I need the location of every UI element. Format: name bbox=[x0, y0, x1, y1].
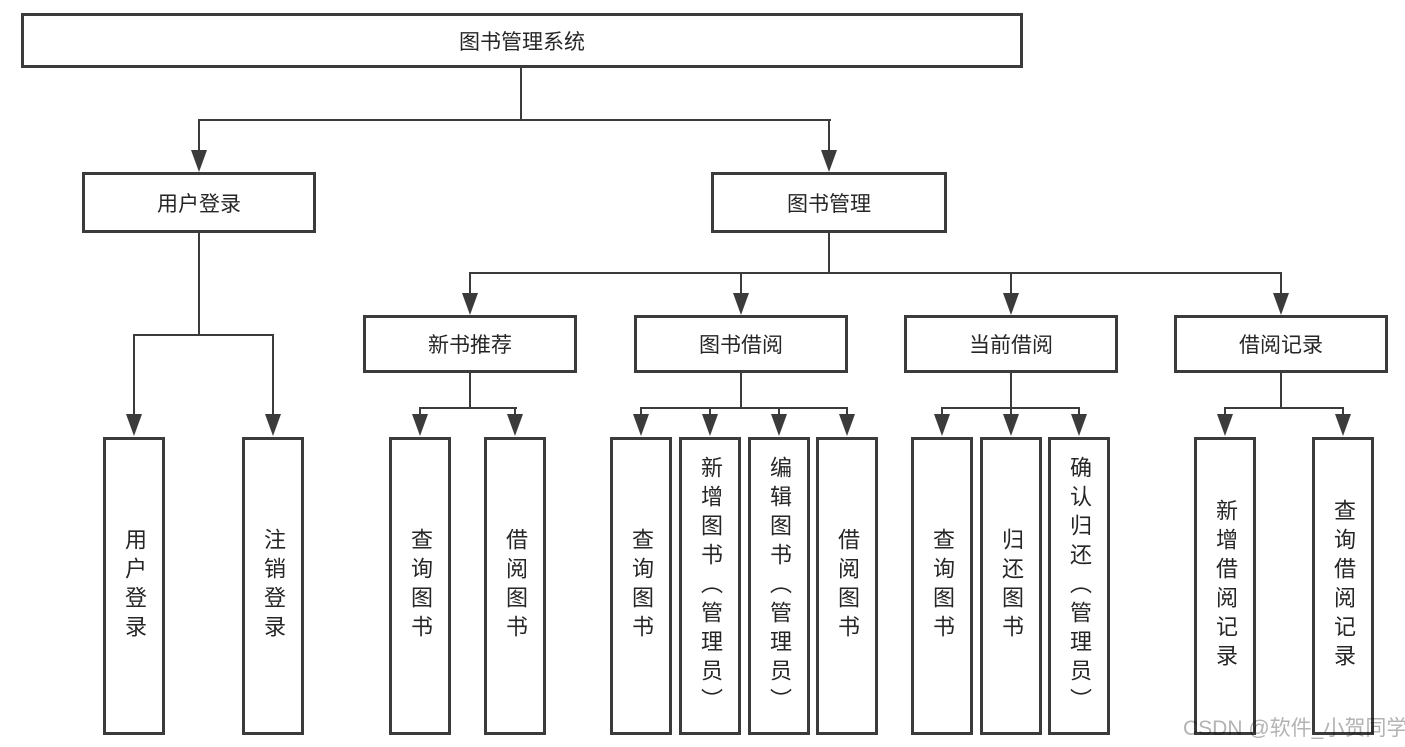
connector-stem bbox=[1010, 272, 1012, 294]
node-label: 图书管理系统 bbox=[459, 30, 585, 54]
arrow-down-icon bbox=[265, 414, 281, 436]
leaf-label: 借阅图书 bbox=[503, 528, 528, 644]
connector-stem bbox=[846, 407, 848, 416]
connector-stem bbox=[640, 407, 642, 416]
arrow-down-icon bbox=[821, 150, 837, 172]
connector-stem bbox=[419, 407, 421, 416]
leaf-add-books-admin: 新增图书（管理员） bbox=[679, 437, 741, 735]
connector-stem bbox=[1280, 272, 1282, 294]
arrow-down-icon bbox=[1071, 414, 1087, 436]
connector-stem bbox=[941, 407, 943, 416]
leaf-label: 新增借阅记录 bbox=[1213, 499, 1238, 673]
leaf-label: 查询图书 bbox=[629, 528, 654, 644]
connector-stem bbox=[1342, 407, 1344, 416]
connector-bookmgmt-bar bbox=[469, 272, 1282, 274]
connector-stem bbox=[469, 272, 471, 294]
leaf-borrow-books: 借阅图书 bbox=[816, 437, 878, 735]
node-label: 新书推荐 bbox=[428, 334, 512, 357]
connector-root-stem bbox=[520, 68, 522, 121]
node-label: 借阅记录 bbox=[1239, 334, 1323, 357]
connector-stem bbox=[514, 407, 516, 416]
connector-stem bbox=[1078, 407, 1080, 416]
connector-borrow-stem bbox=[740, 373, 742, 409]
connector-current-stem bbox=[1010, 373, 1012, 409]
arrow-down-icon bbox=[702, 414, 718, 436]
connector-stem bbox=[740, 272, 742, 294]
leaf-label: 借阅图书 bbox=[835, 528, 860, 644]
connector-stem bbox=[133, 334, 135, 416]
leaf-user-login: 用户登录 bbox=[103, 437, 165, 735]
connector-stem bbox=[778, 407, 780, 416]
node-label: 图书管理 bbox=[787, 192, 871, 216]
connector-recommend-bar bbox=[419, 407, 517, 409]
connector-stem bbox=[828, 119, 830, 151]
arrow-down-icon bbox=[126, 414, 142, 436]
arrow-down-icon bbox=[1217, 414, 1233, 436]
arrow-down-icon bbox=[1335, 414, 1351, 436]
node-borrow-records: 借阅记录 bbox=[1174, 315, 1388, 373]
node-book-borrow: 图书借阅 bbox=[634, 315, 848, 373]
leaf-label: 新增图书（管理员） bbox=[698, 455, 723, 717]
leaf-logout: 注销登录 bbox=[242, 437, 304, 735]
arrow-down-icon bbox=[191, 150, 207, 172]
leaf-query-books-recommend: 查询图书 bbox=[389, 437, 451, 735]
leaf-label: 编辑图书（管理员） bbox=[767, 455, 792, 717]
leaf-label: 归还图书 bbox=[999, 528, 1024, 644]
connector-borrow-bar bbox=[640, 407, 848, 409]
arrow-down-icon bbox=[507, 414, 523, 436]
connector-userlogin-stem bbox=[198, 233, 200, 336]
arrow-down-icon bbox=[1003, 414, 1019, 436]
node-label: 当前借阅 bbox=[969, 334, 1053, 357]
leaf-query-books-borrow: 查询图书 bbox=[610, 437, 672, 735]
arrow-down-icon bbox=[1003, 293, 1019, 315]
node-label: 图书借阅 bbox=[699, 334, 783, 357]
connector-root-bar bbox=[198, 119, 831, 121]
connector-records-stem bbox=[1280, 373, 1282, 409]
leaf-borrow-books-recommend: 借阅图书 bbox=[484, 437, 546, 735]
leaf-return-books: 归还图书 bbox=[980, 437, 1042, 735]
node-current-borrow: 当前借阅 bbox=[904, 315, 1118, 373]
node-user-login: 用户登录 bbox=[82, 172, 316, 233]
connector-stem bbox=[272, 334, 274, 416]
leaf-label: 查询借阅记录 bbox=[1331, 499, 1356, 673]
arrow-down-icon bbox=[733, 293, 749, 315]
arrow-down-icon bbox=[412, 414, 428, 436]
leaf-confirm-return-admin: 确认归还（管理员） bbox=[1048, 437, 1110, 735]
leaf-label: 查询图书 bbox=[408, 528, 433, 644]
connector-stem bbox=[1224, 407, 1226, 416]
connector-stem bbox=[709, 407, 711, 416]
leaf-query-borrow-record: 查询借阅记录 bbox=[1312, 437, 1374, 735]
connector-stem bbox=[1010, 407, 1012, 416]
connector-records-bar bbox=[1224, 407, 1344, 409]
arrow-down-icon bbox=[839, 414, 855, 436]
arrow-down-icon bbox=[462, 293, 478, 315]
arrow-down-icon bbox=[771, 414, 787, 436]
node-root-system: 图书管理系统 bbox=[21, 13, 1023, 68]
leaf-label: 确认归还（管理员） bbox=[1067, 455, 1092, 717]
connector-userlogin-bar bbox=[133, 334, 274, 336]
arrow-down-icon bbox=[934, 414, 950, 436]
connector-stem bbox=[198, 119, 200, 151]
leaf-add-borrow-record: 新增借阅记录 bbox=[1194, 437, 1256, 735]
leaf-query-books-current: 查询图书 bbox=[911, 437, 973, 735]
node-book-management: 图书管理 bbox=[711, 172, 947, 233]
node-new-book-recommend: 新书推荐 bbox=[363, 315, 577, 373]
leaf-label: 查询图书 bbox=[930, 528, 955, 644]
leaf-label: 注销登录 bbox=[261, 528, 286, 644]
arrow-down-icon bbox=[1273, 293, 1289, 315]
arrow-down-icon bbox=[633, 414, 649, 436]
node-label: 用户登录 bbox=[157, 192, 241, 216]
leaf-label: 用户登录 bbox=[122, 528, 147, 644]
leaf-edit-books-admin: 编辑图书（管理员） bbox=[748, 437, 810, 735]
connector-recommend-stem bbox=[469, 373, 471, 409]
csdn-watermark: CSDN @软件_小贺同学 bbox=[1183, 717, 1405, 740]
connector-bookmgmt-stem bbox=[828, 233, 830, 274]
